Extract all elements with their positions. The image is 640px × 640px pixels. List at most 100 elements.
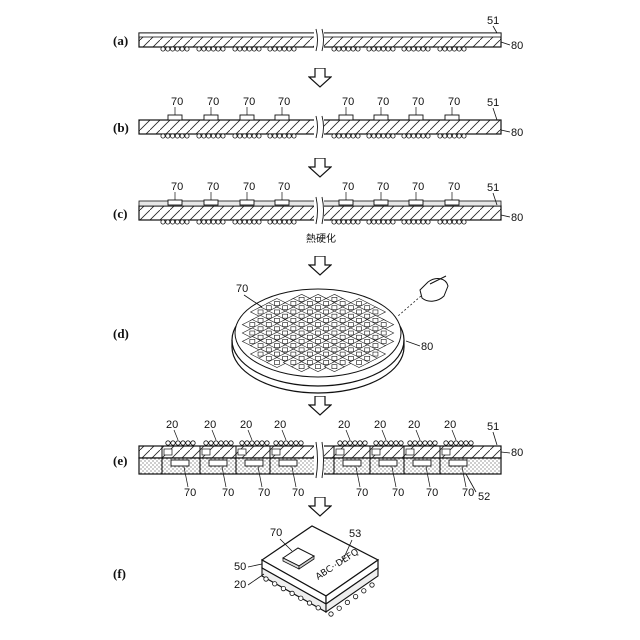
chip-70 xyxy=(316,365,321,369)
label-70: 70 xyxy=(377,181,389,193)
solder-bump xyxy=(243,220,247,224)
solder-bump xyxy=(356,134,360,138)
solder-ball xyxy=(299,596,303,600)
chip-70 xyxy=(357,352,362,356)
solder-ball-20 xyxy=(255,441,259,445)
solder-bump xyxy=(257,47,261,51)
label-70: 70 xyxy=(342,181,354,193)
chip-70 xyxy=(409,115,423,120)
solder-bump xyxy=(211,47,215,51)
chip-70 xyxy=(307,310,312,314)
chip-70 xyxy=(316,331,321,335)
chip-70 xyxy=(283,323,288,327)
solder-ball-20 xyxy=(214,441,218,445)
solder-ball-20 xyxy=(374,441,378,445)
label-80-e: 80 xyxy=(511,447,523,459)
chip-70 xyxy=(209,460,227,466)
solder-bump xyxy=(391,47,395,51)
solder-bump xyxy=(337,134,341,138)
solder-bump xyxy=(202,220,206,224)
solder-bump xyxy=(180,47,184,51)
solder-bump xyxy=(273,134,277,138)
chip-70 xyxy=(266,323,271,327)
label-20: 20 xyxy=(204,419,216,431)
chip-70 xyxy=(340,335,345,339)
solder-ball-20 xyxy=(389,441,393,445)
via xyxy=(406,449,414,455)
solder-ball-20 xyxy=(209,441,213,445)
solder-ball-20 xyxy=(176,441,180,445)
chip-70 xyxy=(291,302,296,306)
chip-70 xyxy=(332,331,337,335)
label-70: 70 xyxy=(356,487,368,499)
solder-bump xyxy=(238,134,242,138)
solder-bump xyxy=(207,134,211,138)
saw-blade-icon xyxy=(398,276,448,316)
solder-ball xyxy=(345,600,349,604)
chip-70 xyxy=(299,306,304,310)
chip-70 xyxy=(332,356,337,360)
solder-bump xyxy=(161,220,165,224)
solder-bump xyxy=(381,47,385,51)
break-mark xyxy=(314,29,324,51)
chip-70 xyxy=(324,360,329,364)
chip-70 xyxy=(365,331,370,335)
via xyxy=(442,449,450,455)
solder-bump xyxy=(412,47,416,51)
chip-70 xyxy=(266,356,271,360)
solder-bump xyxy=(292,220,296,224)
chip-70 xyxy=(373,352,378,356)
solder-ball-20 xyxy=(260,441,264,445)
chip-70 xyxy=(348,331,353,335)
chip-70 xyxy=(291,335,296,339)
solder-ball xyxy=(290,591,294,595)
solder-bump xyxy=(216,47,220,51)
solder-bump xyxy=(457,220,461,224)
chip-70 xyxy=(332,348,337,352)
label-70: 70 xyxy=(184,487,196,499)
solder-bump xyxy=(202,47,206,51)
chip-70 xyxy=(291,327,296,331)
solder-bump xyxy=(372,47,376,51)
step-label-b: (b) xyxy=(113,120,129,135)
solder-bump xyxy=(175,134,179,138)
chip-70 xyxy=(283,339,288,343)
via xyxy=(272,449,280,455)
solder-ball xyxy=(362,589,366,593)
break-mark xyxy=(314,116,324,138)
solder-ball-20 xyxy=(229,441,233,445)
solder-bump xyxy=(197,220,201,224)
solder-bump xyxy=(391,220,395,224)
solder-ball-20 xyxy=(399,441,403,445)
solder-bump xyxy=(448,220,452,224)
label-70: 70 xyxy=(292,487,304,499)
chip-70 xyxy=(348,323,353,327)
chip-70 xyxy=(266,306,271,310)
solder-ball-20 xyxy=(459,441,463,445)
chip-70 xyxy=(171,460,189,466)
chip-70 xyxy=(373,327,378,331)
solder-ball-20 xyxy=(418,441,422,445)
solder-bump xyxy=(197,134,201,138)
chip-70 xyxy=(324,327,329,331)
solder-bump xyxy=(278,47,282,51)
label-70: 70 xyxy=(243,181,255,193)
solder-ball-20 xyxy=(384,441,388,445)
solder-ball-20 xyxy=(423,441,427,445)
solder-bump xyxy=(171,220,175,224)
chip-70 xyxy=(381,339,386,343)
step-label-e: (e) xyxy=(113,453,127,468)
solder-bump xyxy=(342,220,346,224)
solder-ball xyxy=(370,583,374,587)
solder-bump xyxy=(351,47,355,51)
solder-bump xyxy=(233,134,237,138)
solder-bump xyxy=(351,220,355,224)
solder-bump xyxy=(462,134,466,138)
label-70: 70 xyxy=(448,96,460,108)
solder-ball-20 xyxy=(294,441,298,445)
chip-70 xyxy=(316,314,321,318)
solder-ball-20 xyxy=(181,441,185,445)
solder-bump xyxy=(407,220,411,224)
chip-70 xyxy=(357,335,362,339)
solder-ball-20 xyxy=(245,441,249,445)
